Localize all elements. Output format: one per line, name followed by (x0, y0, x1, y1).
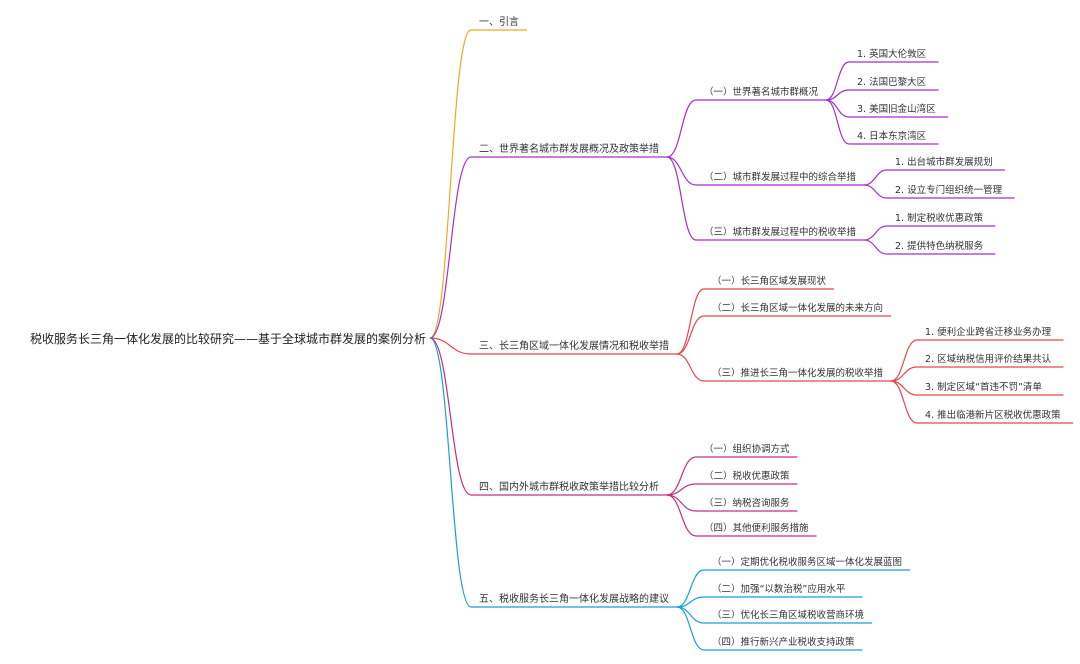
level3-topic-2-3-2[interactable]: 2. 提供特色纳税服务 (895, 240, 984, 252)
leaf-line-2-1-1 (825, 61, 850, 101)
leaf-line-2-1-4 (825, 99, 850, 145)
root-topic[interactable]: 税收服务长三角一体化发展的比较研究——基于全球城市群发展的案例分析 (30, 331, 426, 346)
level2-topic-5-2[interactable]: （二）加强“以数治税”应用水平 (712, 583, 846, 595)
level3-topic-3-3-3[interactable]: 3. 制定区域“首违不罚”清单 (925, 381, 1042, 393)
level2-topic-5-1[interactable]: （一）定期优化税收服务区域一体化发展蓝图 (712, 556, 902, 568)
level2-topic-2-3[interactable]: （三）城市群发展过程中的税收举措 (704, 226, 857, 238)
level2-topic-2-1[interactable]: （一）世界著名城市群概况 (704, 86, 819, 98)
subbranch-line-5-1 (676, 569, 705, 608)
level3-topic-3-3-1[interactable]: 1. 便利企业跨省迁移业务办理 (925, 326, 1052, 338)
level2-topic-2-2[interactable]: （二）城市群发展过程中的综合举措 (704, 171, 857, 183)
level2-topic-3-2[interactable]: （二）长三角区域一体化发展的未来方向 (712, 302, 883, 314)
subbranch-line-3-2 (676, 315, 705, 355)
subbranch-line-4-1 (666, 456, 697, 496)
level2-topic-4-2[interactable]: （二）税收优惠政策 (704, 470, 790, 482)
node-labels: 税收服务长三角一体化发展的比较研究——基于全球城市群发展的案例分析 一、引言二、… (30, 15, 1061, 648)
level3-topic-2-1-1[interactable]: 1. 英国大伦敦区 (857, 48, 927, 60)
level1-topic-4[interactable]: 四、国内外城市群税收政策举措比较分析 (479, 480, 659, 493)
subbranch-line-3-1 (676, 288, 705, 355)
leaf-line-2-3-1 (863, 225, 888, 241)
level1-topic-1[interactable]: 一、引言 (479, 15, 519, 28)
branch-line-4 (429, 337, 472, 496)
level2-topic-3-1[interactable]: （一）长三角区域发展现状 (712, 275, 827, 287)
level2-topic-5-3[interactable]: （三）优化长三角区域税收营商环境 (712, 609, 865, 621)
level3-topic-2-1-4[interactable]: 4. 日本东京湾区 (857, 130, 927, 142)
leaf-line-3-3-2 (890, 366, 918, 382)
level2-topic-4-3[interactable]: （三）纳税咨询服务 (704, 497, 790, 509)
leaf-line-3-3-4 (890, 380, 918, 424)
level2-topic-4-1[interactable]: （一）组织协调方式 (704, 443, 790, 455)
level2-topic-4-4[interactable]: （四）其他便利服务措施 (704, 522, 809, 534)
level2-topic-5-4[interactable]: （四）推行新兴产业税收支持政策 (712, 636, 855, 648)
level3-topic-2-2-1[interactable]: 1. 出台城市群发展规划 (895, 156, 993, 168)
level3-topic-3-3-4[interactable]: 4. 推出临港新片区税收优惠政策 (925, 409, 1061, 421)
level3-topic-2-1-3[interactable]: 3. 美国旧金山湾区 (857, 103, 936, 115)
subbranch-line-2-1 (666, 99, 697, 158)
branch-line-5 (429, 337, 472, 608)
subbranch-line-4-4 (666, 494, 697, 537)
subbranch-line-3-3 (676, 353, 705, 382)
leaf-line-3-3-1 (890, 339, 918, 382)
level3-topic-2-3-1[interactable]: 1. 制定税收优惠政策 (895, 212, 984, 224)
connector-lines (429, 29, 1074, 651)
leaf-line-2-2-2 (863, 184, 888, 199)
leaf-line-2-2-1 (863, 169, 888, 186)
level1-topic-2[interactable]: 二、世界著名城市群发展概况及政策举措 (479, 142, 659, 155)
subbranch-line-2-3 (666, 156, 697, 241)
subbranch-line-5-3 (676, 606, 705, 624)
level1-topic-3[interactable]: 三、长三角区域一体化发展情况和税收举措 (479, 339, 669, 352)
subbranch-line-2-2 (666, 156, 697, 186)
branch-line-3 (429, 337, 472, 355)
level2-topic-3-3[interactable]: （三）推进长三角一体化发展的税收举措 (712, 367, 884, 379)
subbranch-line-5-4 (676, 606, 705, 651)
branch-line-2 (429, 156, 472, 339)
subbranch-line-4-3 (666, 494, 697, 512)
level3-topic-2-2-2[interactable]: 2. 设立专门组织统一管理 (895, 184, 1003, 196)
level3-topic-3-3-2[interactable]: 2. 区域纳税信用评价结果共认 (925, 353, 1052, 365)
branch-line-1 (429, 29, 472, 339)
subbranch-line-4-2 (666, 483, 697, 496)
leaf-line-2-3-2 (863, 239, 888, 255)
level1-topic-5[interactable]: 五、税收服务长三角一体化发展战略的建议 (479, 592, 669, 605)
leaf-line-2-1-3 (825, 99, 850, 118)
level3-topic-2-1-2[interactable]: 2. 法国巴黎大区 (857, 76, 927, 88)
